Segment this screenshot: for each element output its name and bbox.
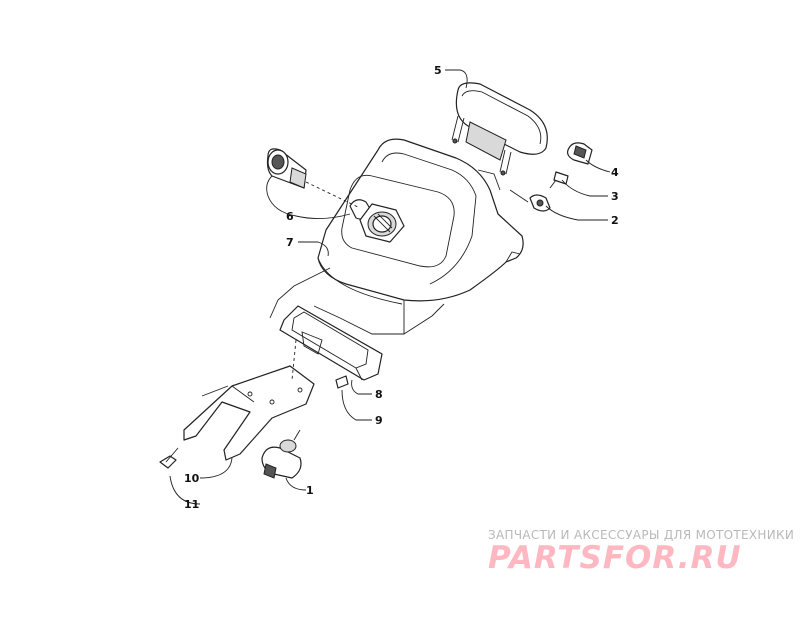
part-6-socket — [266, 148, 361, 209]
part-7-housing — [317, 138, 524, 305]
callout-11: 11 — [184, 498, 199, 511]
part-11-rivet — [159, 447, 179, 469]
callout-9: 9 — [375, 414, 383, 427]
callout-2: 2 — [611, 214, 619, 227]
callout-7: 7 — [286, 236, 294, 249]
callout-5: 5 — [434, 64, 442, 77]
part-1-connector — [261, 429, 302, 479]
watermark-logo: PARTSFOR.RU — [488, 540, 742, 576]
callout-labels: 1 2 3 4 5 6 7 8 9 10 11 — [184, 64, 619, 511]
watermark-tagline: ЗАПЧАСТИ И АКСЕССУАРЫ ДЛЯ МОТОТЕХНИКИ — [488, 528, 795, 542]
callout-6: 6 — [286, 210, 294, 223]
part-9-clip — [335, 375, 349, 389]
part-3-key — [549, 171, 569, 189]
callout-3: 3 — [611, 190, 619, 203]
callout-leaders — [169, 69, 611, 505]
part-10-bracket — [183, 339, 315, 461]
part-5-gauge — [451, 82, 548, 176]
part-6-switch — [349, 199, 405, 243]
part-2-washer — [529, 194, 551, 212]
part-4-key-cap — [567, 142, 593, 165]
callout-8: 8 — [375, 388, 383, 401]
assembly-lines — [201, 169, 529, 397]
part-8-bezel — [279, 305, 383, 381]
callout-10: 10 — [184, 472, 200, 485]
callout-4: 4 — [611, 166, 619, 179]
callout-1: 1 — [306, 484, 314, 497]
